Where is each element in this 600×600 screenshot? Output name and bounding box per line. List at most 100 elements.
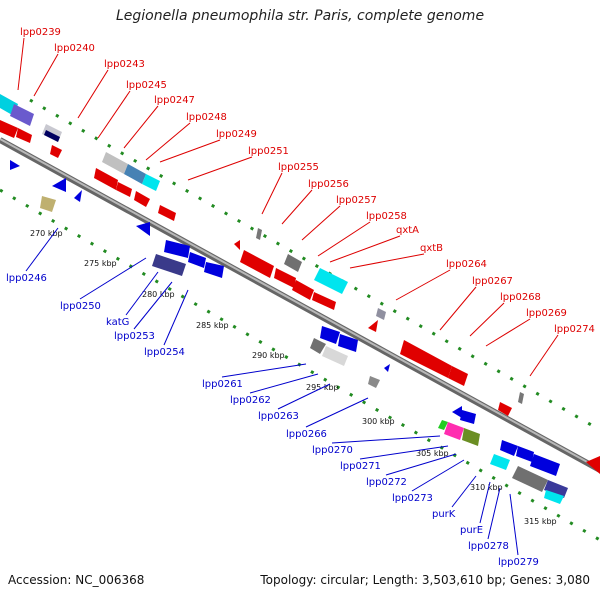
gene-block[interactable] <box>44 130 60 142</box>
gene-arrow[interactable] <box>292 280 314 300</box>
reverse-gene-label[interactable]: purE <box>460 525 483 536</box>
gene-arrow[interactable] <box>586 456 600 474</box>
gene-block[interactable] <box>518 392 524 404</box>
gene-block[interactable] <box>544 490 564 504</box>
forward-gene-label[interactable]: lpp0245 <box>126 80 167 91</box>
gene-block[interactable] <box>314 268 348 294</box>
gene-arrow[interactable] <box>158 205 176 221</box>
reverse-gene-label[interactable]: lpp0262 <box>230 395 271 406</box>
reverse-gene-label[interactable]: lpp0254 <box>144 347 185 358</box>
reverse-gene-label[interactable]: lpp0246 <box>6 273 47 284</box>
gene-arrow[interactable] <box>498 402 512 416</box>
forward-gene-label[interactable]: lpp0249 <box>216 129 257 140</box>
forward-strand-genes <box>0 94 600 474</box>
gene-arrow[interactable] <box>136 222 150 236</box>
forward-gene-label[interactable]: lpp0264 <box>446 259 487 270</box>
leader-line <box>125 271 159 316</box>
gene-arrow[interactable] <box>368 320 378 332</box>
forward-gene-label[interactable]: qxtB <box>420 243 443 254</box>
forward-gene-label[interactable]: lpp0248 <box>186 112 227 123</box>
gene-arrow[interactable] <box>116 182 132 197</box>
forward-gene-label[interactable]: qxtA <box>396 225 419 236</box>
gene-block[interactable] <box>462 428 480 446</box>
gene-block[interactable] <box>152 254 186 276</box>
reverse-gene-label[interactable]: lpp0250 <box>60 301 101 312</box>
gene-arrow[interactable] <box>400 340 452 378</box>
reverse-gene-label[interactable]: lpp0263 <box>258 411 299 422</box>
gene-arrow[interactable] <box>384 364 390 372</box>
reverse-gene-label[interactable]: lpp0270 <box>312 445 353 456</box>
gene-block[interactable] <box>490 454 510 470</box>
forward-gene-label[interactable]: lpp0247 <box>154 95 195 106</box>
leader-line <box>509 493 519 556</box>
gene-arrow[interactable] <box>460 410 476 424</box>
gene-arrow[interactable] <box>10 160 20 170</box>
gene-arrow[interactable] <box>188 252 206 268</box>
gene-arrow[interactable] <box>320 326 340 344</box>
forward-gene-label[interactable]: lpp0274 <box>554 324 595 335</box>
forward-gene-label[interactable]: lpp0258 <box>366 211 407 222</box>
gene-arrow[interactable] <box>452 406 462 418</box>
accession-text: Accession: NC_006368 <box>8 573 145 587</box>
gene-arrow[interactable] <box>530 454 560 476</box>
gene-block[interactable] <box>444 422 464 440</box>
gene-arrow[interactable] <box>516 446 534 462</box>
gene-arrow[interactable] <box>240 250 274 278</box>
forward-gene-label[interactable]: lpp0239 <box>20 27 61 38</box>
gene-arrow[interactable] <box>234 240 240 250</box>
gene-arrow[interactable] <box>50 145 62 158</box>
gene-arrow[interactable] <box>74 190 82 202</box>
reverse-gene-label[interactable]: purK <box>432 509 456 520</box>
tick-label: 275 kbp <box>84 259 117 268</box>
gene-arrow[interactable] <box>312 292 336 310</box>
gene-block[interactable] <box>102 152 128 174</box>
gene-block[interactable] <box>322 346 348 366</box>
gene-arrow[interactable] <box>16 128 32 143</box>
reverse-gene-label[interactable]: lpp0271 <box>340 461 381 472</box>
gene-block[interactable] <box>438 420 448 430</box>
gene-block[interactable] <box>142 174 160 191</box>
leader-line <box>479 481 491 524</box>
forward-gene-label[interactable]: lpp0269 <box>526 308 567 319</box>
forward-gene-label[interactable]: lpp0256 <box>308 179 349 190</box>
reverse-gene-label[interactable]: lpp0279 <box>498 557 539 568</box>
reverse-gene-label[interactable]: lpp0278 <box>468 541 509 552</box>
forward-gene-label[interactable]: lpp0257 <box>336 195 377 206</box>
gene-arrow[interactable] <box>448 366 468 386</box>
gene-arrow[interactable] <box>164 240 190 258</box>
gene-arrow[interactable] <box>500 440 518 456</box>
gene-block[interactable] <box>40 196 56 212</box>
reverse-gene-label[interactable]: lpp0272 <box>366 477 407 488</box>
gene-block[interactable] <box>512 466 548 492</box>
gene-block[interactable] <box>284 254 302 272</box>
gene-arrow[interactable] <box>274 268 296 288</box>
forward-gene-label[interactable]: lpp0267 <box>472 276 513 287</box>
gene-block[interactable] <box>544 480 568 498</box>
gene-block[interactable] <box>124 164 146 184</box>
gene-block[interactable] <box>256 228 262 240</box>
forward-gene-label[interactable]: lpp0255 <box>278 162 319 173</box>
gene-arrow[interactable] <box>338 334 358 352</box>
leader-line <box>487 487 501 540</box>
gene-arrow[interactable] <box>204 262 224 278</box>
forward-gene-label[interactable]: lpp0251 <box>248 146 289 157</box>
reverse-gene-label[interactable]: katG <box>106 317 129 328</box>
gene-block[interactable] <box>376 308 386 320</box>
gene-block[interactable] <box>310 338 326 354</box>
gene-arrow[interactable] <box>52 178 66 192</box>
forward-gene-label[interactable]: lpp0268 <box>500 292 541 303</box>
reverse-gene-label[interactable]: lpp0253 <box>114 331 155 342</box>
forward-gene-label[interactable]: lpp0243 <box>104 59 145 70</box>
reverse-gene-label[interactable]: lpp0261 <box>202 379 243 390</box>
forward-gene-labels: lpp0239 lpp0240 lpp0243 lpp0245 lpp0247 lpp02… <box>17 27 595 377</box>
gene-arrow[interactable] <box>134 191 150 207</box>
leader-line <box>301 205 341 241</box>
gene-arrow[interactable] <box>0 120 18 138</box>
reverse-gene-label[interactable]: lpp0273 <box>392 493 433 504</box>
gene-arrow[interactable] <box>94 168 118 190</box>
forward-gene-label[interactable]: lpp0240 <box>54 43 95 54</box>
reverse-strand-genes <box>10 160 568 504</box>
reverse-gene-label[interactable]: lpp0266 <box>286 429 327 440</box>
gene-block[interactable] <box>10 104 34 126</box>
gene-block[interactable] <box>368 376 380 388</box>
